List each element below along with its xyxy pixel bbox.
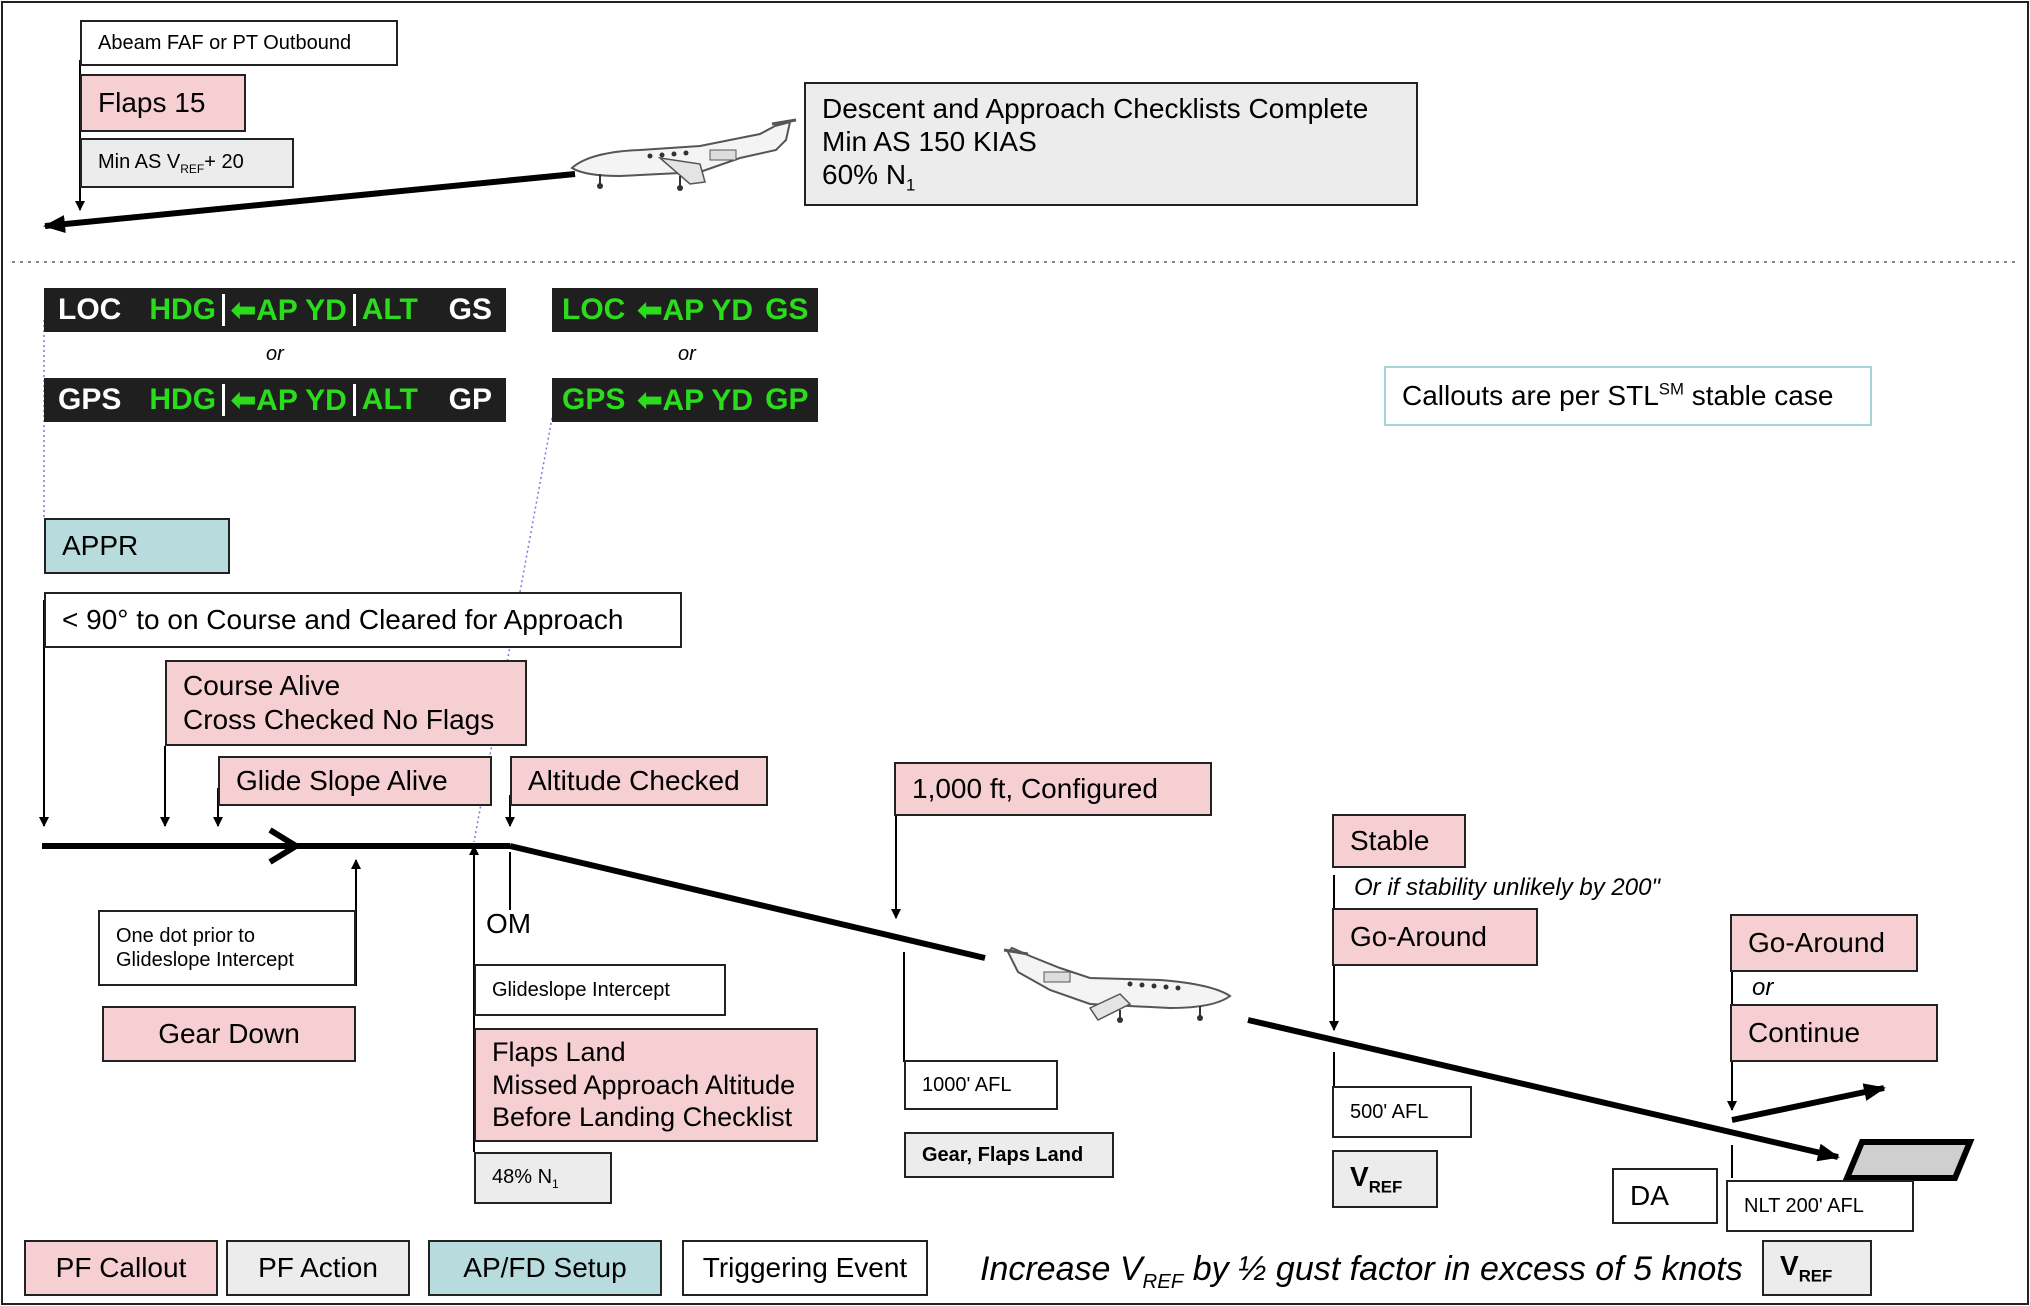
fma-ap-yd-2: ⬅AP YD xyxy=(231,383,347,417)
flaps-land-line-2: Missed Approach Altitude xyxy=(492,1069,796,1100)
fma-gps-captured: GPS ⬅AP YD GP xyxy=(552,378,818,422)
nlt-200-label: NLT 200' AFL xyxy=(1744,1195,1864,1217)
checklists-box: Descent and Approach Checklists Complete… xyxy=(804,82,1418,206)
glide-slope-alive-callout: Glide Slope Alive xyxy=(218,756,492,806)
gear-flaps-land-action: Gear, Flaps Land xyxy=(904,1132,1114,1178)
legend-apfd-setup: AP/FD Setup xyxy=(428,1240,662,1296)
fma-gp-active: GP xyxy=(765,383,809,416)
fma-loc-active: LOC xyxy=(562,293,626,326)
altitude-checked-callout: Altitude Checked xyxy=(510,756,768,806)
cleared-label: < 90° to on Course and Cleared for Appro… xyxy=(62,604,624,636)
abeam-faf-label: Abeam FAF or PT Outbound xyxy=(98,32,352,54)
fma-gs-armed: GS xyxy=(448,293,492,326)
course-alive-line-1: Course Alive xyxy=(183,670,341,702)
aircraft-bottom-icon xyxy=(1003,946,1232,1023)
fma-alt-2: ALT xyxy=(361,383,418,416)
gear-down-label: Gear Down xyxy=(158,1018,300,1050)
fma-ap-yd: ⬅AP YD xyxy=(231,293,347,327)
appr-label: APPR xyxy=(62,530,139,562)
fma-hdg: HDG xyxy=(149,293,216,326)
go-around-da-callout: Go-Around xyxy=(1730,914,1918,972)
legend-triggering-event: Triggering Event xyxy=(682,1240,928,1296)
go-around-da-label: Go-Around xyxy=(1748,927,1885,959)
gear-flaps-land-label: Gear, Flaps Land xyxy=(922,1144,1084,1166)
fma-loc-captured: LOC ⬅AP YD GS xyxy=(552,288,818,332)
gust-note: Increase VREF by ½ gust factor in excess… xyxy=(980,1250,1743,1293)
glide-slope-alive-label: Glide Slope Alive xyxy=(236,765,448,797)
checklist-line-2: Min AS 150 KIAS xyxy=(822,126,1037,158)
fma-alt: ALT xyxy=(361,293,418,326)
fma-gps-active: GPS xyxy=(562,383,626,416)
fma-ap-yd-3: ⬅AP YD xyxy=(637,293,754,327)
min-as-label: Min AS VREF+ 20 xyxy=(98,150,244,176)
appr-setup: APPR xyxy=(44,518,230,574)
go-around-callout: Go-Around xyxy=(1332,908,1538,966)
vref-action-500: VREF xyxy=(1332,1150,1438,1208)
course-alive-callout: Course Alive Cross Checked No Flags xyxy=(165,660,527,746)
afl-1000-label: 1000' AFL xyxy=(922,1074,1012,1096)
configured-callout: 1,000 ft, Configured xyxy=(894,762,1212,816)
configured-label: 1,000 ft, Configured xyxy=(912,773,1158,805)
continue-label: Continue xyxy=(1748,1017,1861,1049)
vref-legend: VREF xyxy=(1762,1240,1872,1296)
flaps-land-line-3: Before Landing Checklist xyxy=(492,1102,793,1133)
aircraft-top-icon xyxy=(570,118,797,191)
gear-down-callout: Gear Down xyxy=(102,1006,356,1062)
callouts-note-text: Callouts are per STLSM stable case xyxy=(1402,379,1834,412)
fma-ap-yd-4: ⬅AP YD xyxy=(637,383,754,417)
fma-gp-armed: GP xyxy=(448,383,492,416)
fma-hdg-2: HDG xyxy=(149,383,217,416)
da-label: DA xyxy=(1630,1180,1669,1212)
altitude-checked-label: Altitude Checked xyxy=(528,765,740,797)
checklist-line-1: Descent and Approach Checklists Complete xyxy=(822,93,1369,125)
legend-pf-action-label: PF Action xyxy=(258,1252,378,1284)
stability-note: Or if stability unlikely by 200" xyxy=(1354,874,1660,901)
stable-callout: Stable xyxy=(1332,814,1466,868)
legend-pf-callout-label: PF Callout xyxy=(55,1252,187,1284)
fma-gps: GPS xyxy=(58,383,122,416)
fma-or-right: or xyxy=(678,343,696,365)
legend-trigger-label: Triggering Event xyxy=(702,1252,908,1284)
vref-label: VREF xyxy=(1350,1161,1403,1197)
n1-48-label: 48% N1 xyxy=(492,1165,559,1191)
fma-gs-active: GS xyxy=(765,293,809,326)
nlt-200-event: NLT 200' AFL xyxy=(1726,1180,1914,1232)
n1-48-action: 48% N1 xyxy=(474,1152,612,1204)
legend-pf-callout: PF Callout xyxy=(24,1240,218,1296)
flaps-15-callout: Flaps 15 xyxy=(80,74,246,132)
afl-500-label: 500' AFL xyxy=(1350,1101,1429,1123)
da-label-box: DA xyxy=(1612,1168,1718,1224)
course-alive-line-2: Cross Checked No Flags xyxy=(183,704,495,735)
flaps-land-callout: Flaps Land Missed Approach Altitude Befo… xyxy=(474,1028,818,1142)
fma-or-left: or xyxy=(266,343,284,365)
one-dot-line-2: Glideslope Intercept xyxy=(116,949,294,971)
callouts-note: Callouts are per STLSM stable case xyxy=(1384,366,1872,426)
om-label: OM xyxy=(486,908,532,939)
continue-callout: Continue xyxy=(1730,1004,1938,1062)
or-da: or xyxy=(1752,974,1774,1001)
one-dot-line-1: One dot prior to xyxy=(116,925,255,947)
checklist-line-3: 60% N1 xyxy=(822,159,916,195)
one-dot-event: One dot prior to Glideslope Intercept xyxy=(98,910,356,986)
gs-intercept-event: Glideslope Intercept xyxy=(474,964,726,1016)
min-as-action: Min AS VREF+ 20 xyxy=(80,138,294,188)
gs-intercept-label: Glideslope Intercept xyxy=(492,979,670,1001)
go-around-label: Go-Around xyxy=(1350,921,1487,953)
cleared-for-approach-event: < 90° to on Course and Cleared for Appro… xyxy=(44,592,682,648)
abeam-faf-event: Abeam FAF or PT Outbound xyxy=(80,20,398,66)
vref-legend-label: VREF xyxy=(1780,1250,1833,1286)
stable-label: Stable xyxy=(1350,825,1430,857)
flaps-land-line-1: Flaps Land xyxy=(492,1037,626,1068)
legend-apfd-setup-label: AP/FD Setup xyxy=(463,1252,627,1284)
fma-loc-hdg: LOC HDG ⬅AP YD ALT GS xyxy=(44,288,506,332)
fma-gps-hdg: GPS HDG ⬅AP YD ALT GP xyxy=(44,378,506,422)
legend-pf-action: PF Action xyxy=(226,1240,410,1296)
afl-1000-event: 1000' AFL xyxy=(904,1060,1058,1110)
flaps-15-label: Flaps 15 xyxy=(98,87,206,119)
fma-loc: LOC xyxy=(58,293,122,326)
afl-500-event: 500' AFL xyxy=(1332,1086,1472,1138)
